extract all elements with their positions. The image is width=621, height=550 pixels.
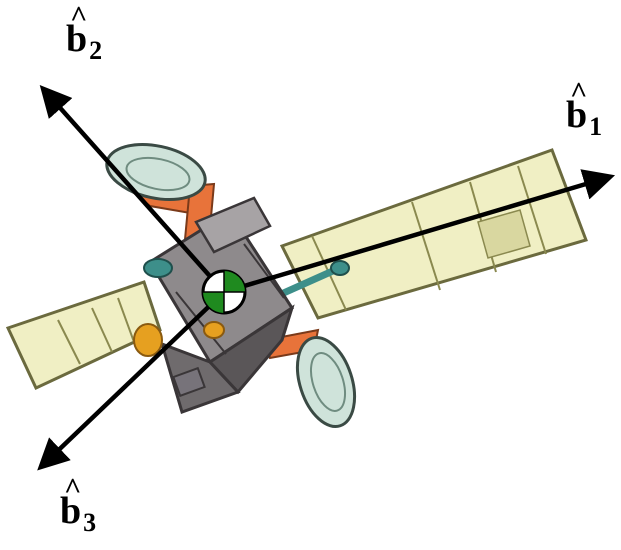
b3-hat: ^ xyxy=(64,472,82,505)
body-axes xyxy=(37,84,616,471)
b1-hat: ^ xyxy=(570,76,588,109)
b3-axis-label: ^b3 xyxy=(60,474,97,537)
b2-axis-arrow xyxy=(39,84,226,294)
b2-index: 2 xyxy=(89,36,103,65)
center-of-mass-symbol xyxy=(201,269,247,315)
b1-letter: b xyxy=(566,94,588,136)
bottom-dish-antenna xyxy=(295,336,357,428)
b2-letter: b xyxy=(66,18,88,60)
b1-axis-arrow xyxy=(223,169,616,295)
b3-axis-arrow xyxy=(37,290,226,471)
b2-axis-label: ^b2 xyxy=(66,2,103,65)
b2-hat: ^ xyxy=(70,0,88,33)
right-solar-panel xyxy=(279,148,588,320)
b3-index: 3 xyxy=(83,508,97,537)
b1-axis-label: ^b1 xyxy=(566,78,603,141)
b3-letter: b xyxy=(60,490,82,532)
b1-index: 1 xyxy=(589,112,603,141)
